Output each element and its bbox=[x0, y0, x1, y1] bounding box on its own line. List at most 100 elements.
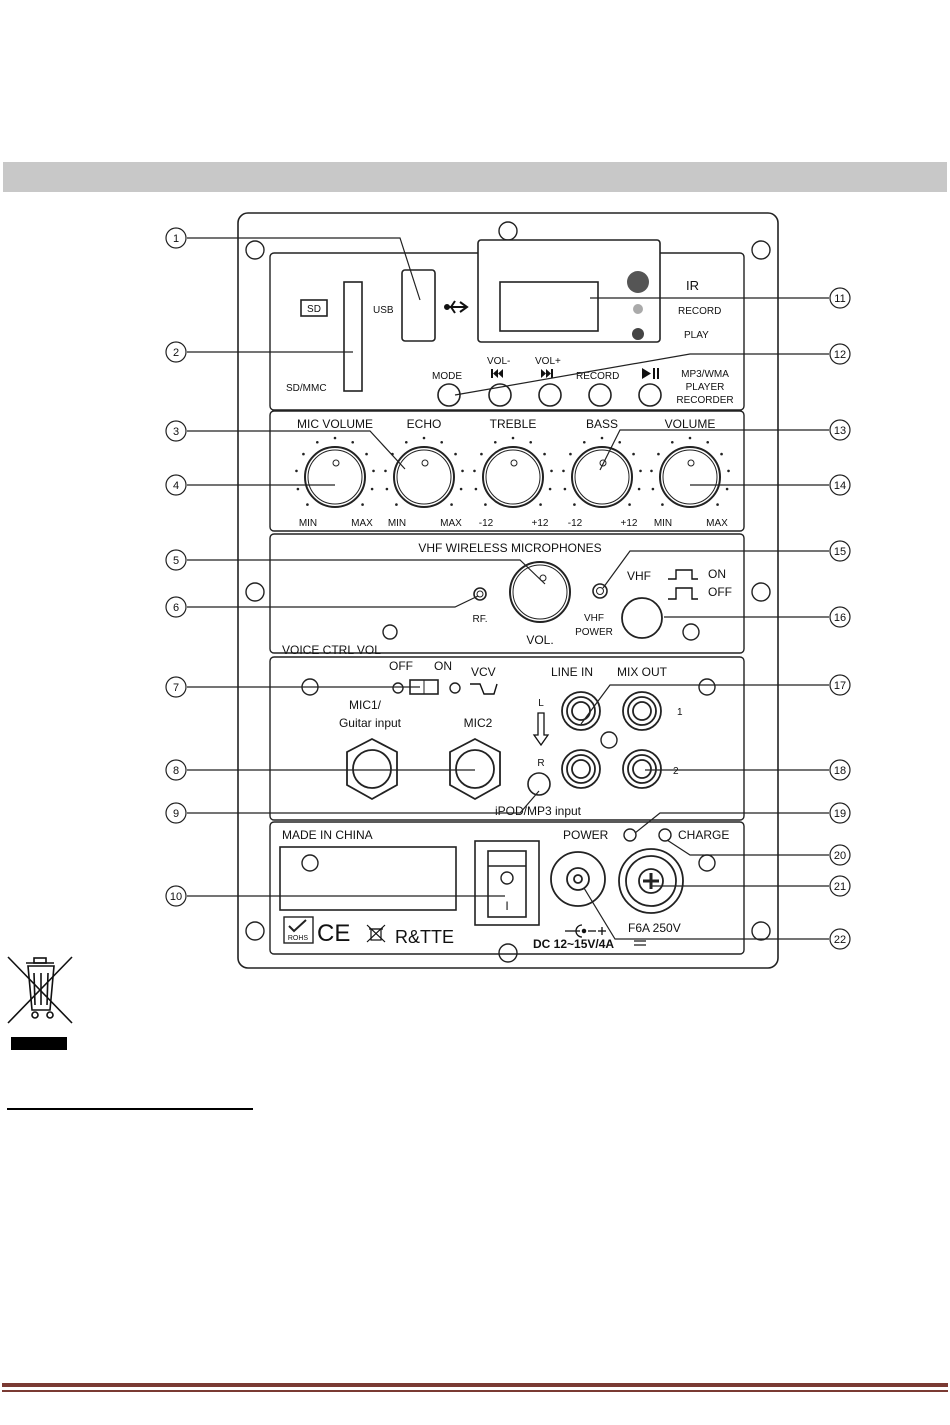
callout-number: 21 bbox=[834, 881, 846, 893]
player-label-line1: MP3/WMA bbox=[681, 369, 729, 380]
knob-tick bbox=[582, 440, 586, 444]
callout-number: 4 bbox=[173, 480, 179, 492]
knob-tick bbox=[395, 503, 398, 506]
knob-tick bbox=[539, 503, 542, 506]
callout-number: 17 bbox=[834, 680, 846, 692]
vol-plus-button[interactable] bbox=[538, 383, 562, 407]
callout-badge bbox=[829, 674, 851, 696]
record-led-label: RECORD bbox=[678, 306, 721, 317]
section-header-bar bbox=[3, 162, 947, 192]
knob-tick bbox=[688, 436, 692, 440]
dc-label: DC 12~15V/4A bbox=[533, 937, 614, 951]
knob-min-label: MIN bbox=[654, 518, 672, 529]
charge-label: CHARGE bbox=[678, 828, 729, 842]
vol-minus-button[interactable] bbox=[488, 383, 512, 407]
mic2-jack[interactable] bbox=[449, 737, 501, 801]
vhf-power-switch[interactable] bbox=[621, 597, 663, 639]
usb-port[interactable] bbox=[401, 269, 436, 342]
off-label: OFF bbox=[708, 585, 732, 599]
line-in-left-jack[interactable] bbox=[561, 691, 601, 731]
knob-tick bbox=[461, 469, 464, 473]
mode-button[interactable] bbox=[437, 383, 461, 407]
on-led bbox=[449, 682, 461, 694]
ipod-label: iPOD/MP3 input bbox=[495, 804, 582, 818]
screw-hole bbox=[682, 623, 700, 641]
knob-tick bbox=[480, 452, 483, 456]
line-in-right-jack[interactable] bbox=[561, 749, 601, 789]
callout-badge bbox=[829, 759, 851, 781]
vol-label: VOL. bbox=[526, 633, 553, 647]
mount-hole bbox=[751, 921, 771, 941]
mount-hole bbox=[245, 921, 265, 941]
callout-leader bbox=[187, 595, 479, 608]
tone-section bbox=[269, 410, 745, 532]
vol-plus-label: VOL+ bbox=[535, 356, 561, 367]
knob-tick bbox=[295, 469, 298, 473]
tone-knob[interactable] bbox=[473, 436, 553, 508]
callout-leader bbox=[583, 887, 829, 940]
callout-number: 9 bbox=[173, 808, 179, 820]
callout-badge bbox=[829, 928, 851, 950]
play-pause-button[interactable] bbox=[638, 383, 662, 407]
callout-badge bbox=[829, 606, 851, 628]
sd-card-slot[interactable] bbox=[343, 281, 363, 392]
line-in-label: LINE IN bbox=[551, 665, 593, 679]
usb-label: USB bbox=[373, 305, 394, 316]
tone-knob[interactable] bbox=[384, 436, 464, 508]
knob-tick bbox=[628, 503, 631, 506]
small-bin-icon bbox=[366, 924, 386, 943]
knob-tick bbox=[459, 487, 463, 491]
callout-leader bbox=[666, 839, 829, 856]
mount-hole bbox=[245, 582, 265, 602]
mic1-jack[interactable] bbox=[346, 737, 398, 801]
knob-max-label: MAX bbox=[440, 518, 462, 529]
knob-tick bbox=[384, 469, 387, 473]
mix-out-1-label: 1 bbox=[677, 707, 683, 718]
ipod-input-jack[interactable] bbox=[527, 772, 551, 796]
screw-hole bbox=[698, 854, 716, 872]
knob-tick bbox=[618, 440, 622, 444]
tone-knob[interactable] bbox=[562, 436, 642, 508]
screw-hole bbox=[301, 854, 319, 872]
dc-input-jack[interactable] bbox=[550, 851, 606, 907]
mount-hole bbox=[498, 221, 518, 241]
knob-tick bbox=[493, 440, 497, 444]
charge-led bbox=[658, 828, 672, 842]
record-button[interactable] bbox=[588, 383, 612, 407]
mix-out-1-jack[interactable] bbox=[622, 691, 662, 731]
knob-title: BASS bbox=[586, 417, 618, 431]
callout-badge bbox=[829, 419, 851, 441]
voice-ctrl-vol-trimmer[interactable] bbox=[382, 624, 398, 640]
weee-bar bbox=[11, 1037, 67, 1050]
mic1-label-2: Guitar input bbox=[339, 716, 402, 730]
callout-number: 20 bbox=[834, 850, 846, 862]
knob-tick bbox=[716, 503, 719, 506]
mode-label: MODE bbox=[432, 371, 462, 382]
callout-badge bbox=[829, 540, 851, 562]
knob-min-label: -12 bbox=[479, 518, 494, 529]
play-pause-icon bbox=[642, 368, 659, 379]
callout-leader bbox=[580, 684, 829, 725]
callout-number: 22 bbox=[834, 934, 846, 946]
tone-knob[interactable] bbox=[295, 436, 375, 508]
callout-number: 1 bbox=[173, 233, 179, 245]
callout-badge bbox=[165, 474, 187, 496]
callout-leader bbox=[187, 430, 406, 470]
mix-out-2-jack[interactable] bbox=[622, 749, 662, 789]
power-led bbox=[623, 828, 637, 842]
vhf-volume-knob[interactable] bbox=[509, 561, 571, 623]
left-channel-label: L bbox=[538, 698, 544, 709]
callout-number: 11 bbox=[834, 293, 845, 305]
mount-hole bbox=[245, 240, 265, 260]
callout-number: 13 bbox=[834, 425, 846, 437]
tone-knob[interactable] bbox=[650, 436, 730, 508]
switch-off-label: OFF bbox=[389, 659, 413, 673]
footer-rule-thin bbox=[2, 1390, 948, 1392]
section-underline bbox=[7, 1108, 253, 1110]
callout-number: 2 bbox=[173, 347, 179, 359]
callout-leader bbox=[187, 790, 540, 814]
rf-led bbox=[473, 587, 487, 601]
right-channel-label: R bbox=[537, 758, 544, 769]
weee-bin-icon bbox=[7, 956, 73, 1024]
sd-badge bbox=[300, 299, 328, 317]
